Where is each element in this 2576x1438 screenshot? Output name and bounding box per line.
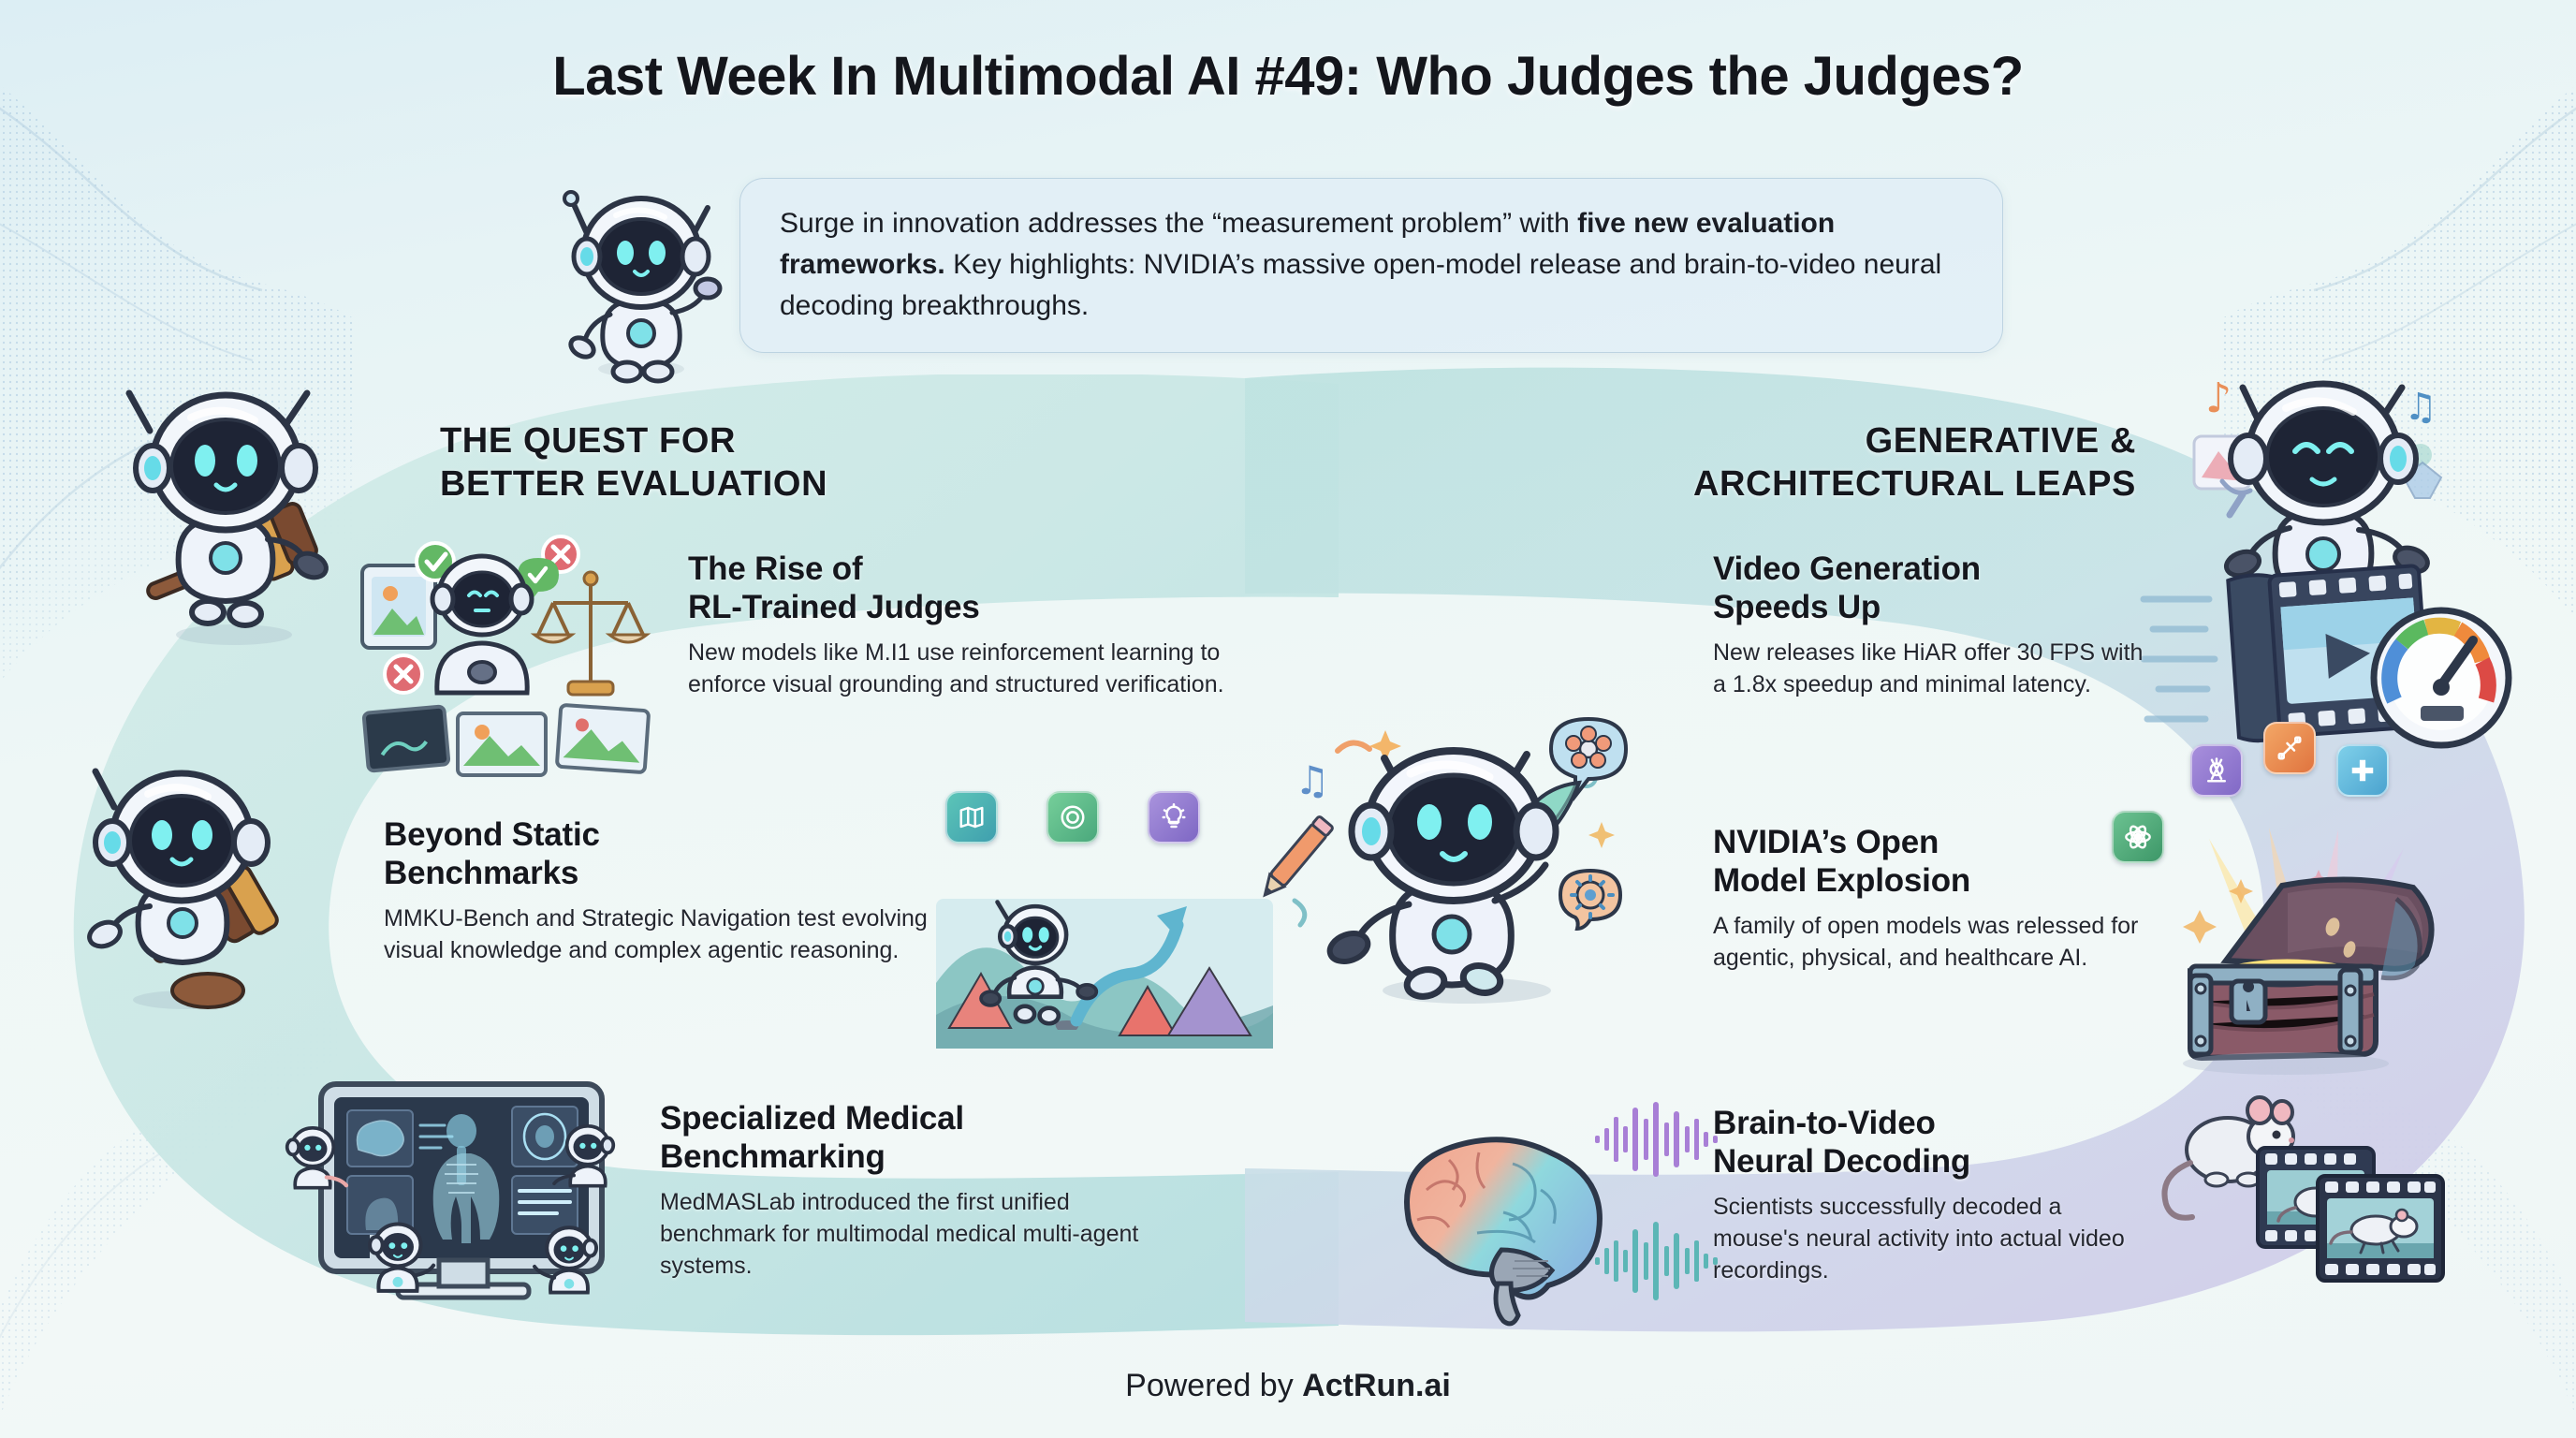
- page-title: Last Week In Multimodal AI #49: Who Judg…: [552, 46, 2024, 107]
- right-item-1-body: New releases like HiAR offer 30 FPS with…: [1713, 639, 2144, 698]
- right-column-heading: GENERATIVE & ARCHITECTURAL LEAPS: [1693, 419, 2136, 506]
- right-item-1-title-line-1: Video Generation: [1713, 550, 1981, 587]
- right-item-1: Video Generation Speeds Up New releases …: [1713, 550, 2153, 700]
- right-heading-line-1: GENERATIVE &: [1865, 421, 2136, 461]
- right-item-2-title-line-2: Model Explosion: [1713, 861, 1971, 899]
- waving-robot-icon: [552, 167, 730, 384]
- mountain-path-icon: [936, 861, 1273, 1049]
- brain-decoding-scene: [1376, 1100, 1750, 1334]
- left-scene-2-badges: [945, 791, 1200, 844]
- right-panel-shape: [1208, 365, 2546, 1339]
- right-item-2: NVIDIA’s Open Model Explosion A family o…: [1713, 824, 2153, 974]
- lightbulb-badge-icon: [1148, 791, 1200, 844]
- intro-callout: Surge in innovation addresses the “measu…: [739, 178, 2003, 354]
- footer-attribution: Powered by ActRun.ai: [0, 1368, 2576, 1404]
- footer-brand: ActRun.ai: [1302, 1368, 1451, 1403]
- right-heading-line-2: ARCHITECTURAL LEAPS: [1692, 464, 2136, 505]
- artist-robot-icon: ♫: [1263, 693, 1661, 1011]
- left-item-1-body: New models like M.I1 use reinforcement l…: [688, 639, 1224, 698]
- footer-prefix: Powered by: [1125, 1368, 1303, 1403]
- svg-text:♪: ♪: [2205, 374, 2232, 422]
- right-item-3-title-line-1: Brain-to-Video: [1713, 1105, 1936, 1141]
- left-item-2-title-line-2: Benchmarks: [384, 854, 579, 891]
- right-scene-2-badges: [2190, 722, 2389, 797]
- judge-robot-icon: [360, 534, 669, 777]
- intro-text-part2: Key highlights: NVIDIA’s massive open-mo…: [780, 248, 1942, 321]
- svg-text:♫: ♫: [1295, 757, 1330, 803]
- left-item-3-body: MedMASLab introduced the first unified b…: [660, 1189, 1139, 1280]
- atom-badge-icon: [2112, 811, 2164, 863]
- right-item-2-body: A family of open models was relessed for…: [1713, 913, 2139, 972]
- left-item-3-title-line-1: Specialized Medical: [660, 1100, 964, 1137]
- mouse-video-scene: [2153, 1077, 2462, 1292]
- microscope-badge-icon: [2190, 744, 2243, 797]
- svg-text:♫: ♫: [2404, 386, 2437, 429]
- medical-cross-badge-icon: [2336, 744, 2389, 797]
- left-item-2-title-line-1: Beyond Static: [384, 816, 600, 853]
- medical-benchmark-scene: [276, 1067, 669, 1339]
- left-item-3-title-line-2: Benchmarking: [660, 1137, 886, 1175]
- left-item-2: Beyond Static Benchmarks MMKU-Bench and …: [384, 816, 945, 966]
- left-item-1-title-line-1: The Rise of: [688, 550, 863, 587]
- map-badge-icon: [945, 791, 998, 844]
- left-heading-line-1: THE QUEST FOR: [440, 421, 737, 461]
- left-item-2-body: MMKU-Bench and Strategic Navigation test…: [384, 905, 928, 964]
- left-item-3: Specialized Medical Benchmarking MedMASL…: [660, 1100, 1184, 1282]
- right-item-2-title-line-1: NVIDIA’s Open: [1713, 824, 1939, 860]
- video-speed-scene: [2140, 550, 2527, 756]
- treasure-chest-icon: [2172, 824, 2481, 1077]
- left-item-1: The Rise of RL-Trained Judges New models…: [688, 550, 1240, 700]
- intro-text-part1: Surge in innovation addresses the “measu…: [780, 208, 1578, 239]
- left-heading-line-2: BETTER EVALUATION: [440, 464, 828, 505]
- gavel-robot-icon: [94, 365, 346, 646]
- left-item-1-title-line-2: RL-Trained Judges: [688, 588, 980, 625]
- right-item-1-title-line-2: Speeds Up: [1713, 588, 1881, 625]
- right-item-3-body: Scientists successfully decoded a mouse'…: [1713, 1194, 2125, 1284]
- gavel-robot-icon: [56, 740, 300, 1011]
- right-item-3: Brain-to-Video Neural Decoding Scientist…: [1713, 1105, 2153, 1286]
- left-column-heading: THE QUEST FOR BETTER EVALUATION: [440, 419, 827, 506]
- robot-arm-badge-icon: [2263, 722, 2316, 774]
- intro-text-bold: five new evaluation frameworks.: [780, 208, 1836, 280]
- right-item-3-title-line-2: Neural Decoding: [1713, 1142, 1971, 1180]
- target-badge-icon: [1046, 791, 1099, 844]
